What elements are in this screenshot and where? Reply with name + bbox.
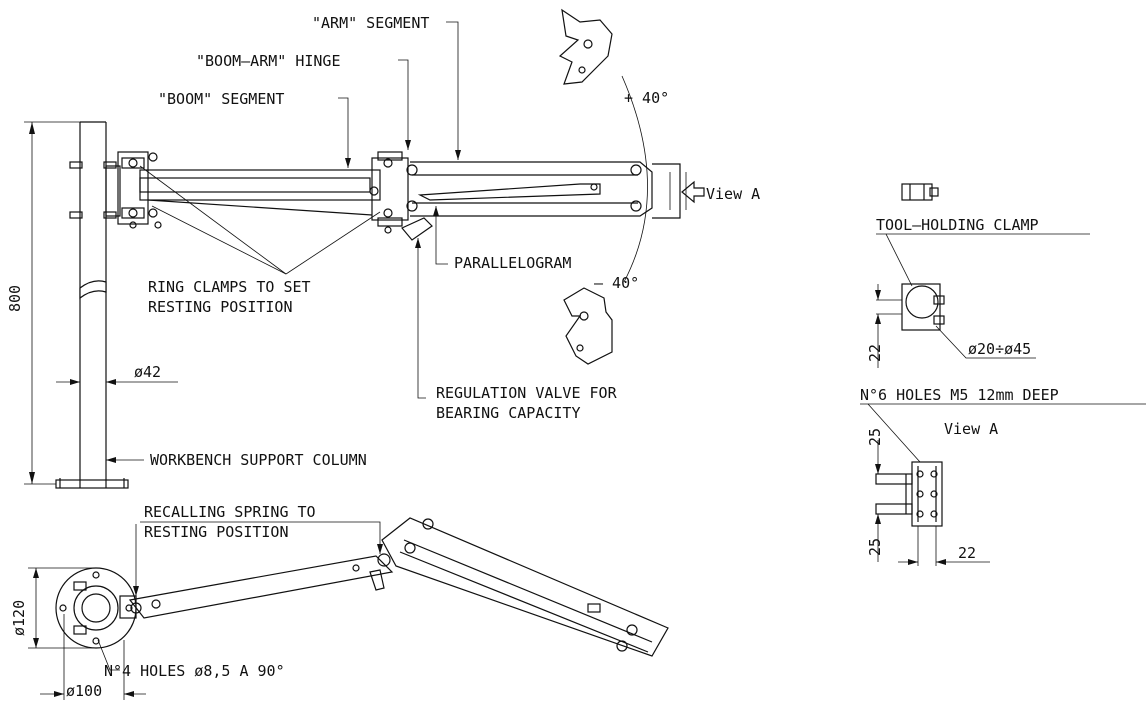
top-view-arm	[128, 517, 669, 657]
svg-text:"ARM" SEGMENT: "ARM" SEGMENT	[312, 14, 429, 32]
svg-text:25: 25	[866, 538, 884, 556]
dimension-42: ø42	[56, 363, 178, 385]
svg-text:22: 22	[958, 544, 976, 562]
dimension-800-text: 800	[6, 285, 24, 312]
svg-text:ø120: ø120	[10, 600, 28, 636]
angle-up-text: + 40°	[624, 89, 669, 107]
svg-text:RECALLING SPRING TO: RECALLING SPRING TO	[144, 503, 316, 521]
svg-text:22: 22	[866, 344, 884, 362]
label-recalling-spring: RECALLING SPRING TO RESTING POSITION	[133, 503, 383, 596]
svg-text:BEARING CAPACITY: BEARING CAPACITY	[436, 404, 581, 422]
angle-down-text: – 40°	[594, 274, 639, 292]
tool-clamp-detail: 22 ø20÷ø45	[866, 283, 1036, 368]
label-holes-6: N°6 HOLES M5 12mm DEEP	[860, 386, 1146, 463]
tool-clamp-small	[901, 183, 939, 201]
dimension-42-text: ø42	[134, 363, 161, 381]
svg-text:WORKBENCH SUPPORT COLUMN: WORKBENCH SUPPORT COLUMN	[150, 451, 367, 469]
view-a-arrow: View A	[681, 180, 760, 204]
svg-text:"BOOM" SEGMENT: "BOOM" SEGMENT	[158, 90, 284, 108]
dimension-120: ø120	[10, 567, 96, 649]
svg-text:ø100: ø100	[66, 682, 102, 700]
label-ring-clamps: RING CLAMPS TO SET RESTING POSITION	[139, 165, 381, 316]
svg-text:25: 25	[866, 428, 884, 446]
svg-text:REGULATION VALVE FOR: REGULATION VALVE FOR	[436, 384, 618, 402]
label-boom-arm-hinge: "BOOM–ARM" HINGE	[196, 52, 411, 150]
label-parallelogram: PARALLELOGRAM	[433, 206, 571, 272]
label-regulation-valve: REGULATION VALVE FOR BEARING CAPACITY	[415, 238, 618, 422]
svg-text:RESTING POSITION: RESTING POSITION	[144, 523, 289, 541]
view-a-arrow-text: View A	[706, 185, 760, 203]
arm-segment	[406, 161, 687, 219]
top-view-base	[55, 567, 137, 649]
angle-indicator: + 40° – 40°	[558, 8, 669, 365]
svg-text:PARALLELOGRAM: PARALLELOGRAM	[454, 254, 571, 272]
label-workbench-column: WORKBENCH SUPPORT COLUMN	[106, 451, 367, 469]
label-tool-holding-clamp: TOOL–HOLDING CLAMP	[876, 216, 1090, 287]
svg-text:RESTING POSITION: RESTING POSITION	[148, 298, 293, 316]
label-arm-segment: "ARM" SEGMENT	[312, 14, 461, 160]
support-column	[55, 121, 129, 489]
dimension-800: 800	[6, 121, 80, 485]
svg-text:"BOOM–ARM" HINGE: "BOOM–ARM" HINGE	[196, 52, 341, 70]
svg-text:RING CLAMPS TO SET: RING CLAMPS TO SET	[148, 278, 311, 296]
label-boom-segment: "BOOM" SEGMENT	[158, 90, 351, 168]
svg-text:N°4 HOLES ø8,5 A 90°: N°4 HOLES ø8,5 A 90°	[104, 662, 285, 680]
boom-segment	[117, 151, 433, 241]
svg-text:N°6 HOLES M5 12mm DEEP: N°6 HOLES M5 12mm DEEP	[860, 386, 1059, 404]
label-holes-4: N°4 HOLES ø8,5 A 90°	[97, 639, 285, 680]
svg-text:TOOL–HOLDING CLAMP: TOOL–HOLDING CLAMP	[876, 216, 1039, 234]
svg-text:ø20÷ø45: ø20÷ø45	[968, 340, 1031, 358]
view-a-title: View A	[944, 420, 998, 438]
view-a-detail: 25 25 22	[866, 428, 990, 566]
dimension-100: ø100	[40, 614, 146, 700]
